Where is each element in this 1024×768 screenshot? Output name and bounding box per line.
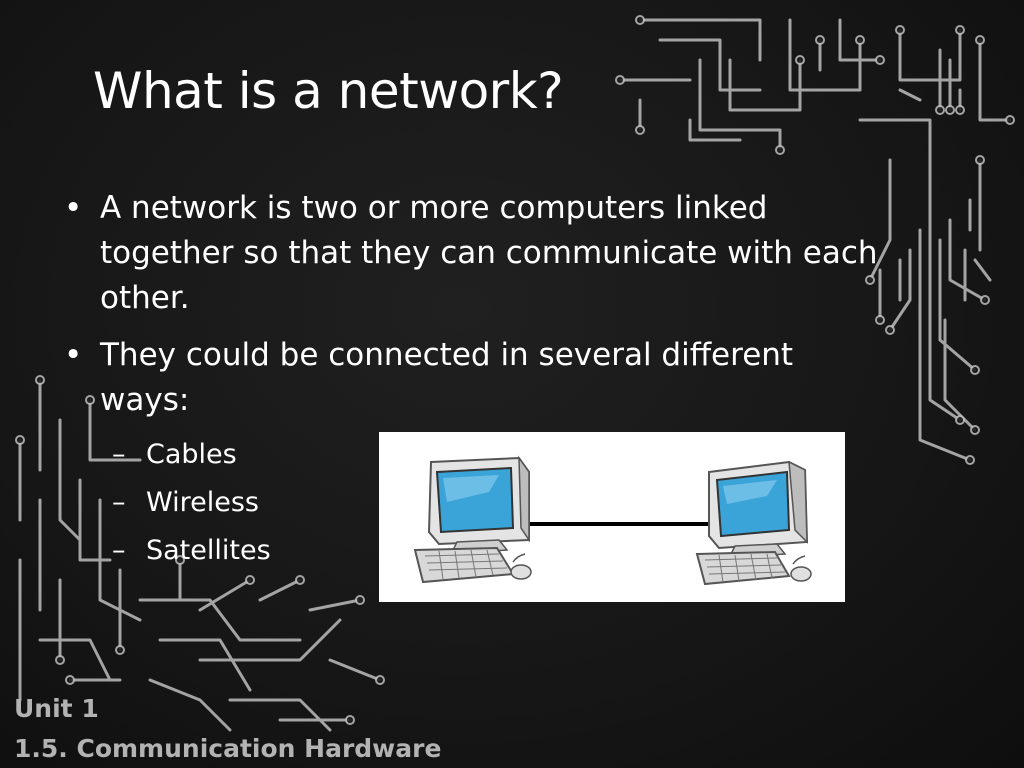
bullet-text: They could be connected in several diffe… — [100, 337, 794, 418]
sub-bullet-item: –Wireless — [112, 479, 271, 527]
bullet-list: • A network is two or more computers lin… — [62, 186, 882, 435]
footer-topic-label: 1.5. Communication Hardware — [14, 734, 442, 763]
bullet-text: A network is two or more computers linke… — [100, 190, 878, 316]
sub-bullet-text: Wireless — [146, 487, 259, 518]
dash-marker: – — [112, 535, 126, 566]
footer-unit-label: Unit 1 — [14, 694, 99, 723]
sub-bullet-list: –Cables –Wireless –Satellites — [112, 431, 271, 575]
computer-right-icon — [695, 460, 812, 586]
bullet-marker: • — [64, 190, 83, 226]
sub-bullet-text: Satellites — [146, 535, 271, 566]
dash-marker: – — [112, 439, 126, 470]
dash-marker: – — [112, 487, 126, 518]
sub-bullet-item: –Cables — [112, 431, 271, 479]
two-computers-connected-icon — [413, 455, 812, 586]
slide-title: What is a network? — [93, 62, 564, 120]
bullet-marker: • — [64, 337, 83, 373]
network-illustration — [379, 432, 845, 602]
bullet-item: • They could be connected in several dif… — [62, 333, 882, 423]
computer-left-icon — [413, 455, 532, 584]
sub-bullet-text: Cables — [146, 439, 237, 470]
sub-bullet-item: –Satellites — [112, 527, 271, 575]
bullet-item: • A network is two or more computers lin… — [62, 186, 882, 321]
